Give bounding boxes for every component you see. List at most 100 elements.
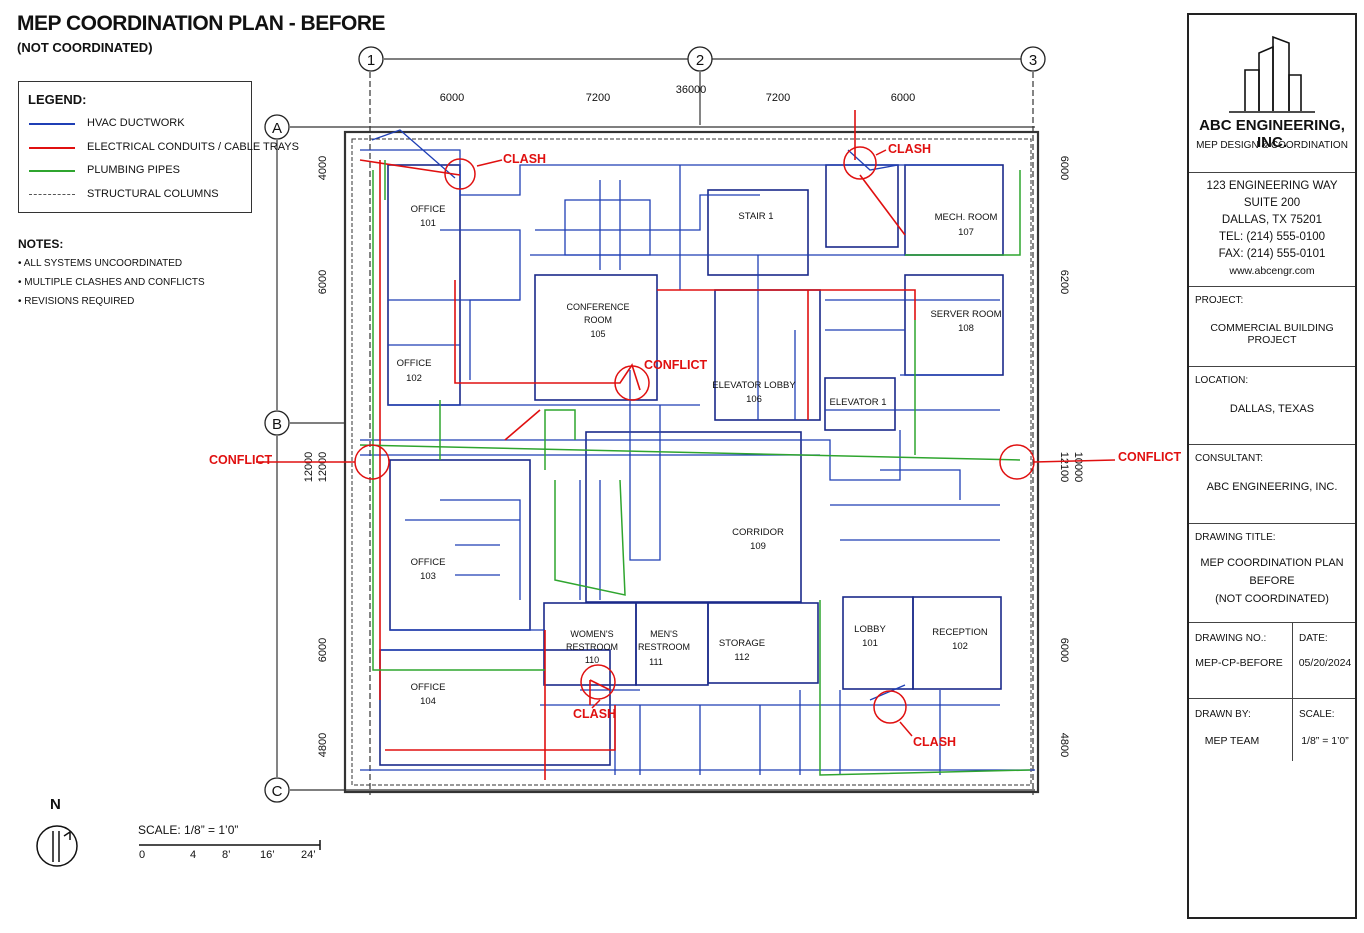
inner-wall bbox=[351, 138, 1032, 786]
company-section: ABC ENGINEERING, INC. MEP DESIGN & COORD… bbox=[1189, 15, 1355, 173]
duct bbox=[799, 690, 941, 775]
structure-line-swatch bbox=[29, 194, 75, 195]
wall bbox=[904, 164, 1004, 256]
grid-bubble-3 bbox=[1020, 46, 1046, 72]
conduit bbox=[854, 110, 906, 236]
dim-left: 4800 bbox=[317, 733, 329, 757]
grid-label-3: 3 bbox=[1029, 52, 1037, 69]
room-number: 102 bbox=[952, 641, 968, 652]
pipe bbox=[819, 600, 1031, 776]
page-title: MEP COORDINATION PLAN - BEFORE bbox=[17, 12, 386, 35]
note-text: MULTIPLE CLASHES AND CONFLICTS bbox=[24, 277, 205, 288]
duct bbox=[629, 370, 661, 561]
scale-mark: 24’ bbox=[301, 849, 316, 861]
room-name: MEN'S bbox=[650, 629, 678, 639]
conflict-label: CONFLICT bbox=[209, 453, 273, 467]
duct bbox=[757, 255, 796, 420]
notes-title: NOTES: bbox=[18, 237, 64, 251]
consultant-caption: CONSULTANT: bbox=[1195, 453, 1263, 464]
drawing-title-line: (NOT COORDINATED) bbox=[1215, 593, 1329, 605]
address-line: FAX: (214) 555-0101 bbox=[1218, 248, 1326, 260]
north-label: N bbox=[50, 796, 61, 813]
clash-label: CLASH bbox=[888, 142, 931, 156]
title-block: ABC ENGINEERING, INC. MEP DESIGN & COORD… bbox=[1187, 13, 1357, 919]
room-number: 108 bbox=[958, 323, 974, 334]
drawing-number-section: DRAWING NO.: MEP-CP-BEFORE DATE: 05/20/2… bbox=[1189, 623, 1355, 699]
electrical-line-swatch bbox=[29, 147, 75, 149]
electrical-conduits bbox=[359, 110, 916, 780]
date-caption: DATE: bbox=[1299, 633, 1328, 644]
wall bbox=[824, 377, 896, 431]
conflict-marker bbox=[354, 444, 390, 480]
dim-top-total: 36000 bbox=[676, 84, 707, 96]
leader-line bbox=[1033, 459, 1116, 463]
room-name: RECEPTION bbox=[932, 627, 988, 638]
dim-right: 12100 bbox=[1058, 452, 1070, 483]
legend-label: PLUMBING PIPES bbox=[87, 164, 180, 176]
room-name: ELEVATOR LOBBY bbox=[712, 380, 796, 391]
clash-marker bbox=[580, 664, 616, 700]
grid-bubble-c bbox=[264, 777, 290, 803]
conflict-label: CONFLICT bbox=[644, 358, 708, 372]
conduit bbox=[504, 409, 541, 441]
north-arrow bbox=[36, 825, 78, 867]
room-name: CORRIDOR bbox=[732, 527, 784, 538]
clash-label: CLASH bbox=[503, 152, 546, 166]
room-name: WOMEN'S bbox=[570, 629, 613, 639]
wall bbox=[842, 596, 914, 690]
consultant-value: ABC ENGINEERING, INC. bbox=[1206, 481, 1338, 493]
clash-label: CLASH bbox=[913, 735, 956, 749]
grid-bubble-2 bbox=[687, 46, 713, 72]
grid-bubble-a bbox=[264, 114, 290, 140]
duct bbox=[380, 629, 545, 651]
location-caption: LOCATION: bbox=[1195, 375, 1249, 386]
room-name: RESTROOM bbox=[566, 642, 618, 652]
dim-top: 6000 bbox=[891, 92, 915, 104]
drawing-title-line: BEFORE bbox=[1249, 575, 1295, 587]
legend: LEGEND: HVAC DUCTWORK ELECTRICAL CONDUIT… bbox=[18, 81, 299, 213]
scale-mark: 8’ bbox=[222, 849, 231, 861]
conduit bbox=[359, 159, 461, 176]
scale-mark: 4 bbox=[190, 849, 197, 861]
tower bbox=[1258, 45, 1274, 111]
scale-value: 1/8” = 1’0” bbox=[1301, 735, 1349, 747]
dim-left: 6000 bbox=[317, 638, 329, 662]
north-circle bbox=[36, 825, 78, 867]
leader-line bbox=[591, 699, 601, 709]
room-name: MECH. ROOM bbox=[935, 212, 998, 223]
drawing-no-value: MEP-CP-BEFORE bbox=[1195, 657, 1283, 669]
wall bbox=[707, 602, 819, 684]
pipe bbox=[544, 409, 576, 470]
website-link[interactable]: www.abcengr.com bbox=[1229, 265, 1315, 277]
legend-title: LEGEND: bbox=[28, 92, 87, 107]
room-name: ROOM bbox=[584, 315, 612, 325]
dim-right: 4800 bbox=[1058, 733, 1070, 757]
clash-marker bbox=[873, 690, 907, 724]
wall bbox=[912, 596, 1002, 690]
wall bbox=[714, 289, 821, 421]
note-text: REVISIONS REQUIRED bbox=[24, 296, 135, 307]
floor-plan: 1 2 3 A B C 36000 6000 7200 7200 6000 40… bbox=[36, 46, 1182, 867]
dim-right: 10000 bbox=[1072, 452, 1084, 483]
conduit bbox=[454, 280, 641, 391]
dim-right: 6000 bbox=[1058, 638, 1070, 662]
note-item: • REVISIONS REQUIRED bbox=[18, 296, 135, 307]
wall bbox=[387, 164, 461, 406]
room-name: RESTROOM bbox=[638, 642, 690, 652]
tower bbox=[1272, 35, 1290, 111]
grid-bubble-1 bbox=[358, 46, 384, 72]
scale-bar bbox=[139, 840, 321, 850]
grid-label-b: B bbox=[272, 416, 282, 433]
drawn-by-section: DRAWN BY: MEP TEAM SCALE: 1/8” = 1’0” bbox=[1189, 699, 1355, 779]
clash-marker bbox=[843, 146, 877, 180]
room-name: SERVER ROOM bbox=[930, 309, 1001, 320]
dim-top: 6000 bbox=[440, 92, 464, 104]
address-line: TEL: (214) 555-0100 bbox=[1218, 231, 1326, 243]
conflict-marker bbox=[999, 444, 1035, 480]
duct bbox=[599, 165, 681, 290]
room-number: 106 bbox=[746, 394, 762, 405]
duct bbox=[440, 229, 521, 380]
divider bbox=[1292, 623, 1293, 698]
room-name: STORAGE bbox=[719, 638, 765, 649]
note-item: • ALL SYSTEMS UNCOORDINATED bbox=[18, 258, 183, 269]
